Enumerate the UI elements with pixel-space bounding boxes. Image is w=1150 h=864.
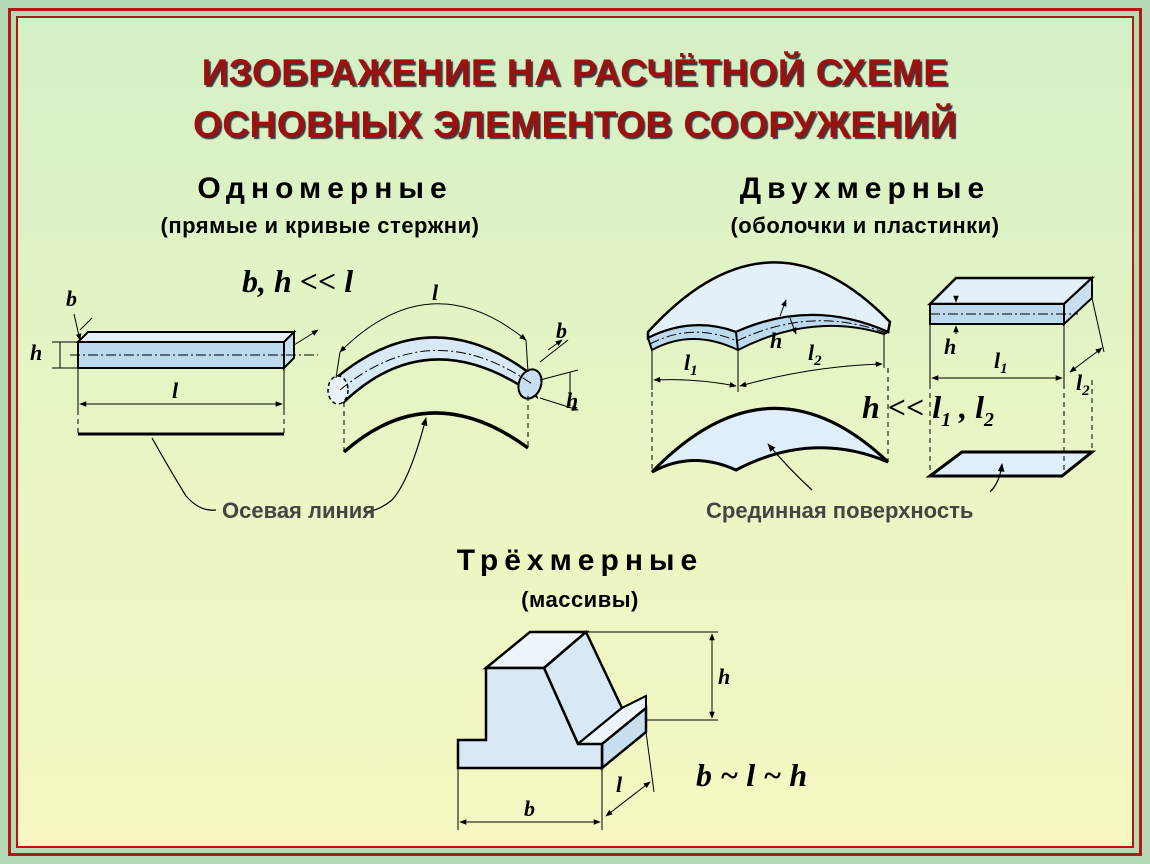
label-l2-shell: l2 — [808, 340, 822, 369]
label-l1-shell: l1 — [684, 350, 698, 379]
label-b-curved: b — [556, 318, 567, 343]
label-h-bar: h — [30, 340, 42, 365]
shell — [646, 261, 892, 474]
condition-two-sep: , l — [951, 389, 984, 425]
subheading-two-dimensional: (оболочки и пластинки) — [730, 213, 1000, 238]
condition-three-dimensional: b ~ l ~ h — [696, 757, 807, 793]
subheading-one-dimensional: (прямые и кривые стержни) — [160, 213, 480, 238]
condition-two-sub1: 1 — [941, 409, 951, 431]
plate — [925, 275, 1105, 478]
condition-two-dimensional: h << l1 , l2 — [862, 389, 994, 431]
caption-middle-surface: Срединная поверхность — [706, 498, 973, 523]
label-l-curved: l — [432, 280, 439, 305]
label-h-plate: h — [944, 334, 956, 359]
label-l1-plate-sub: 1 — [1000, 361, 1008, 377]
heading-three-dimensional: Трёхмерные — [456, 544, 704, 577]
label-h-curved: h — [566, 388, 578, 413]
label-b-massive: b — [524, 796, 535, 821]
condition-two-main: h << l — [862, 389, 941, 425]
label-l2-plate-main: l — [1076, 370, 1083, 395]
subheading-three-dimensional: (массивы) — [521, 587, 639, 612]
straight-bar — [52, 313, 319, 436]
label-l1-plate-main: l — [994, 348, 1001, 373]
massive-solid — [456, 629, 718, 830]
label-l2-shell-sub: 2 — [813, 353, 822, 369]
condition-one-dimensional: b, h << l — [242, 263, 353, 299]
label-h-massive: h — [718, 664, 730, 689]
heading-one-dimensional: Одномерные — [197, 172, 453, 205]
title-line-1: ИЗОБРАЖЕНИЕ НА РАСЧЁТНОЙ СХЕМЕ — [201, 52, 949, 93]
caption-axial-line: Осевая линия — [222, 498, 375, 523]
title-line-2: ОСНОВНЫХ ЭЛЕМЕНТОВ СООРУЖЕНИЙ — [193, 104, 957, 145]
label-b-bar: b — [66, 286, 77, 311]
label-l-bar: l — [172, 378, 179, 403]
label-l1-shell-main: l — [684, 350, 691, 375]
curved-bar — [327, 303, 579, 454]
label-l1-plate: l1 — [994, 348, 1008, 377]
heading-two-dimensional: Двухмерные — [739, 172, 991, 205]
label-l2-shell-main: l — [808, 340, 815, 365]
label-l1-shell-sub: 1 — [690, 363, 698, 379]
label-l-massive: l — [616, 772, 623, 797]
label-l2-plate-sub: 2 — [1081, 383, 1090, 399]
label-h-shell: h — [770, 328, 782, 353]
label-l2-plate: l2 — [1076, 370, 1090, 399]
outer-frame — [8, 8, 1142, 856]
condition-two-sub2: 2 — [983, 409, 994, 431]
